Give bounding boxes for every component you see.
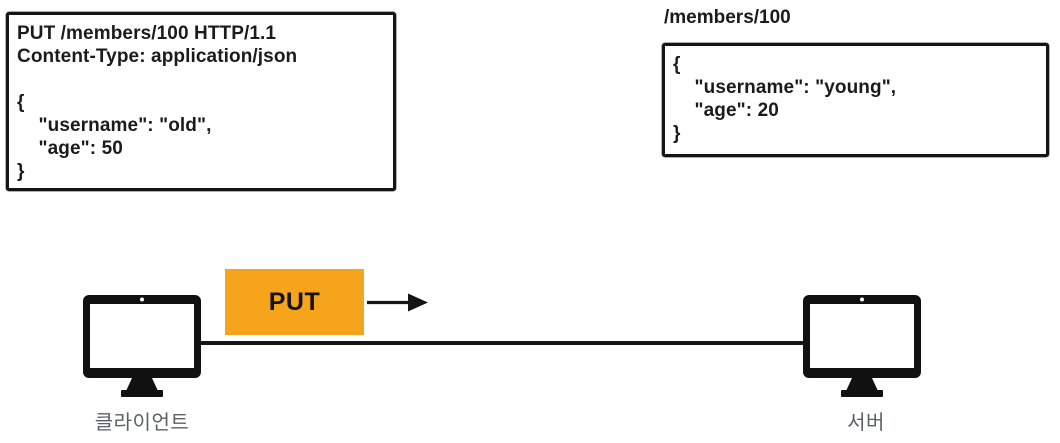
- body-age-line: "age": 50: [17, 138, 123, 159]
- client-server-connection-line: [198, 341, 808, 345]
- put-method-badge: PUT: [225, 269, 364, 335]
- resource-close-brace: }: [673, 123, 681, 144]
- client-label: 클라이언트: [94, 412, 190, 434]
- body-open-brace: {: [17, 92, 25, 113]
- http-request-box: PUT /members/100 HTTP/1.1 Content-Type: …: [6, 12, 396, 191]
- client-monitor-icon: [82, 294, 202, 398]
- resource-path-label: /members/100: [664, 7, 791, 28]
- blank-line: [17, 68, 385, 91]
- resource-state-box: { "username": "young", "age": 20 }: [662, 43, 1049, 157]
- resource-age-line: "age": 20: [673, 100, 779, 121]
- server-label: 서버: [847, 412, 885, 434]
- arrow-right-icon: [366, 290, 430, 315]
- resource-open-brace: {: [673, 54, 681, 75]
- body-username-line: "username": "old",: [17, 115, 212, 136]
- content-type-header-line: Content-Type: application/json: [17, 46, 298, 67]
- resource-username-line: "username": "young",: [673, 77, 897, 98]
- server-monitor-icon: [802, 294, 922, 398]
- body-close-brace: }: [17, 161, 25, 182]
- request-line: PUT /members/100 HTTP/1.1: [17, 23, 277, 44]
